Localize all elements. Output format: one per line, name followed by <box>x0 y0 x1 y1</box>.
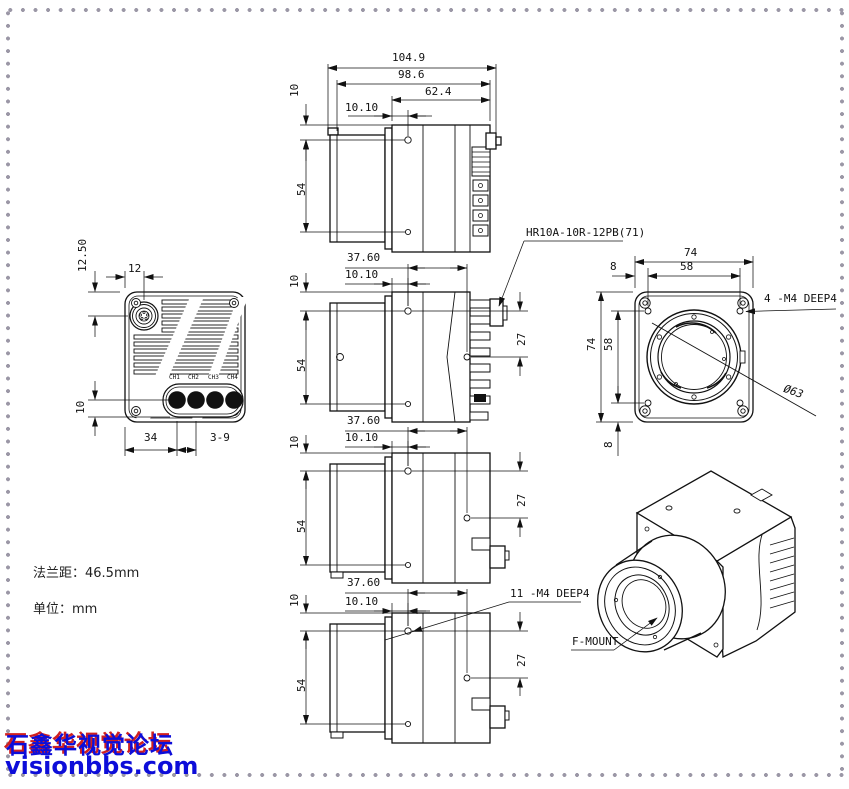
dim-sideheatsink-edge-to-hole: 10 <box>288 274 301 288</box>
dim-topview-body-length: 98.6 <box>398 68 425 81</box>
callout-front-mount-holes: 4 -M4 DEEP4 <box>764 292 837 305</box>
dim-topview-hole-span: 54 <box>295 182 308 196</box>
callout-f-mount: F-MOUNT <box>572 635 619 648</box>
back-view-drawing <box>124 291 248 423</box>
callout-side-mount-holes: 11 -M4 DEEP4 <box>510 587 590 600</box>
watermark-forum-name: 石鑫华视觉论坛 <box>6 733 174 759</box>
dim-sideplain-hole-offset: 10.10 <box>345 431 379 444</box>
dim-backview-io-pitch: 3-9 <box>210 431 230 444</box>
dimension-lines <box>88 64 837 725</box>
dim-topview-hole-offset: 10.10 <box>345 101 379 114</box>
dim-sidebottom-edge-to-hole: 10 <box>288 593 301 607</box>
note-units: 单位：mm <box>33 602 98 617</box>
dim-topview-overall-length: 104.9 <box>392 51 426 64</box>
channel-label-4: CH4 <box>227 374 238 381</box>
dim-frontview-width: 74 <box>684 246 698 259</box>
dim-topview-rear-length: 62.4 <box>425 85 452 98</box>
dim-sideplain-rear-offset: 27 <box>515 493 528 507</box>
dim-sideheatsink-hole-offset: 10.10 <box>345 268 379 281</box>
side-view-bottom-drawing <box>329 612 510 744</box>
channel-label-2: CH2 <box>188 374 199 381</box>
dim-sideheatsink-rear-offset: 27 <box>515 332 528 346</box>
dim-frontview-edge-top: 8 <box>610 260 617 273</box>
dim-sideplain-edge-to-hole: 10 <box>288 435 301 449</box>
dim-sideheatsink-hole-pitch: 37.60 <box>347 251 381 264</box>
border-dots-bottom <box>4 772 845 778</box>
dim-sideplain-hole-pitch: 37.60 <box>347 414 381 427</box>
channel-label-1: CH1 <box>169 374 180 381</box>
dim-frontview-hole-pitch-h: 58 <box>680 260 694 273</box>
note-flange-distance: 法兰距：46.5mm <box>33 566 140 581</box>
isometric-view-drawing <box>597 470 796 659</box>
top-view-drawing <box>327 124 502 253</box>
border-dots-top <box>4 7 845 13</box>
side-view-heatsink-drawing <box>329 291 508 423</box>
dim-frontview-hole-pitch-v: 58 <box>602 337 615 351</box>
dim-sideheatsink-hole-span: 54 <box>295 358 308 372</box>
dim-backview-connector-vertical: 12.50 <box>76 238 89 272</box>
dim-sidebottom-rear-offset: 27 <box>515 653 528 667</box>
border-dots-left <box>5 7 11 778</box>
callout-hr10a-connector: HR10A-10R-12PB(71) <box>526 226 646 239</box>
dim-sidebottom-hole-pitch: 37.60 <box>347 576 381 589</box>
front-view-drawing <box>634 291 817 423</box>
dim-backview-io-offset: 10 <box>74 400 87 414</box>
watermark-site-url: visionbbs.com <box>5 752 199 780</box>
border-dots-right <box>839 7 845 778</box>
dim-backview-io-from-edge: 34 <box>144 431 158 444</box>
dim-topview-edge-to-hole: 10 <box>288 83 301 97</box>
dim-sidebottom-hole-offset: 10.10 <box>345 595 379 608</box>
channel-label-3: CH3 <box>208 374 219 381</box>
dim-frontview-edge-bottom: 8 <box>602 441 615 448</box>
dim-sideplain-hole-span: 54 <box>295 519 308 533</box>
dim-backview-connector-horizontal: 12 <box>128 262 142 275</box>
dim-sidebottom-hole-span: 54 <box>295 678 308 692</box>
dim-frontview-height: 74 <box>585 337 598 351</box>
